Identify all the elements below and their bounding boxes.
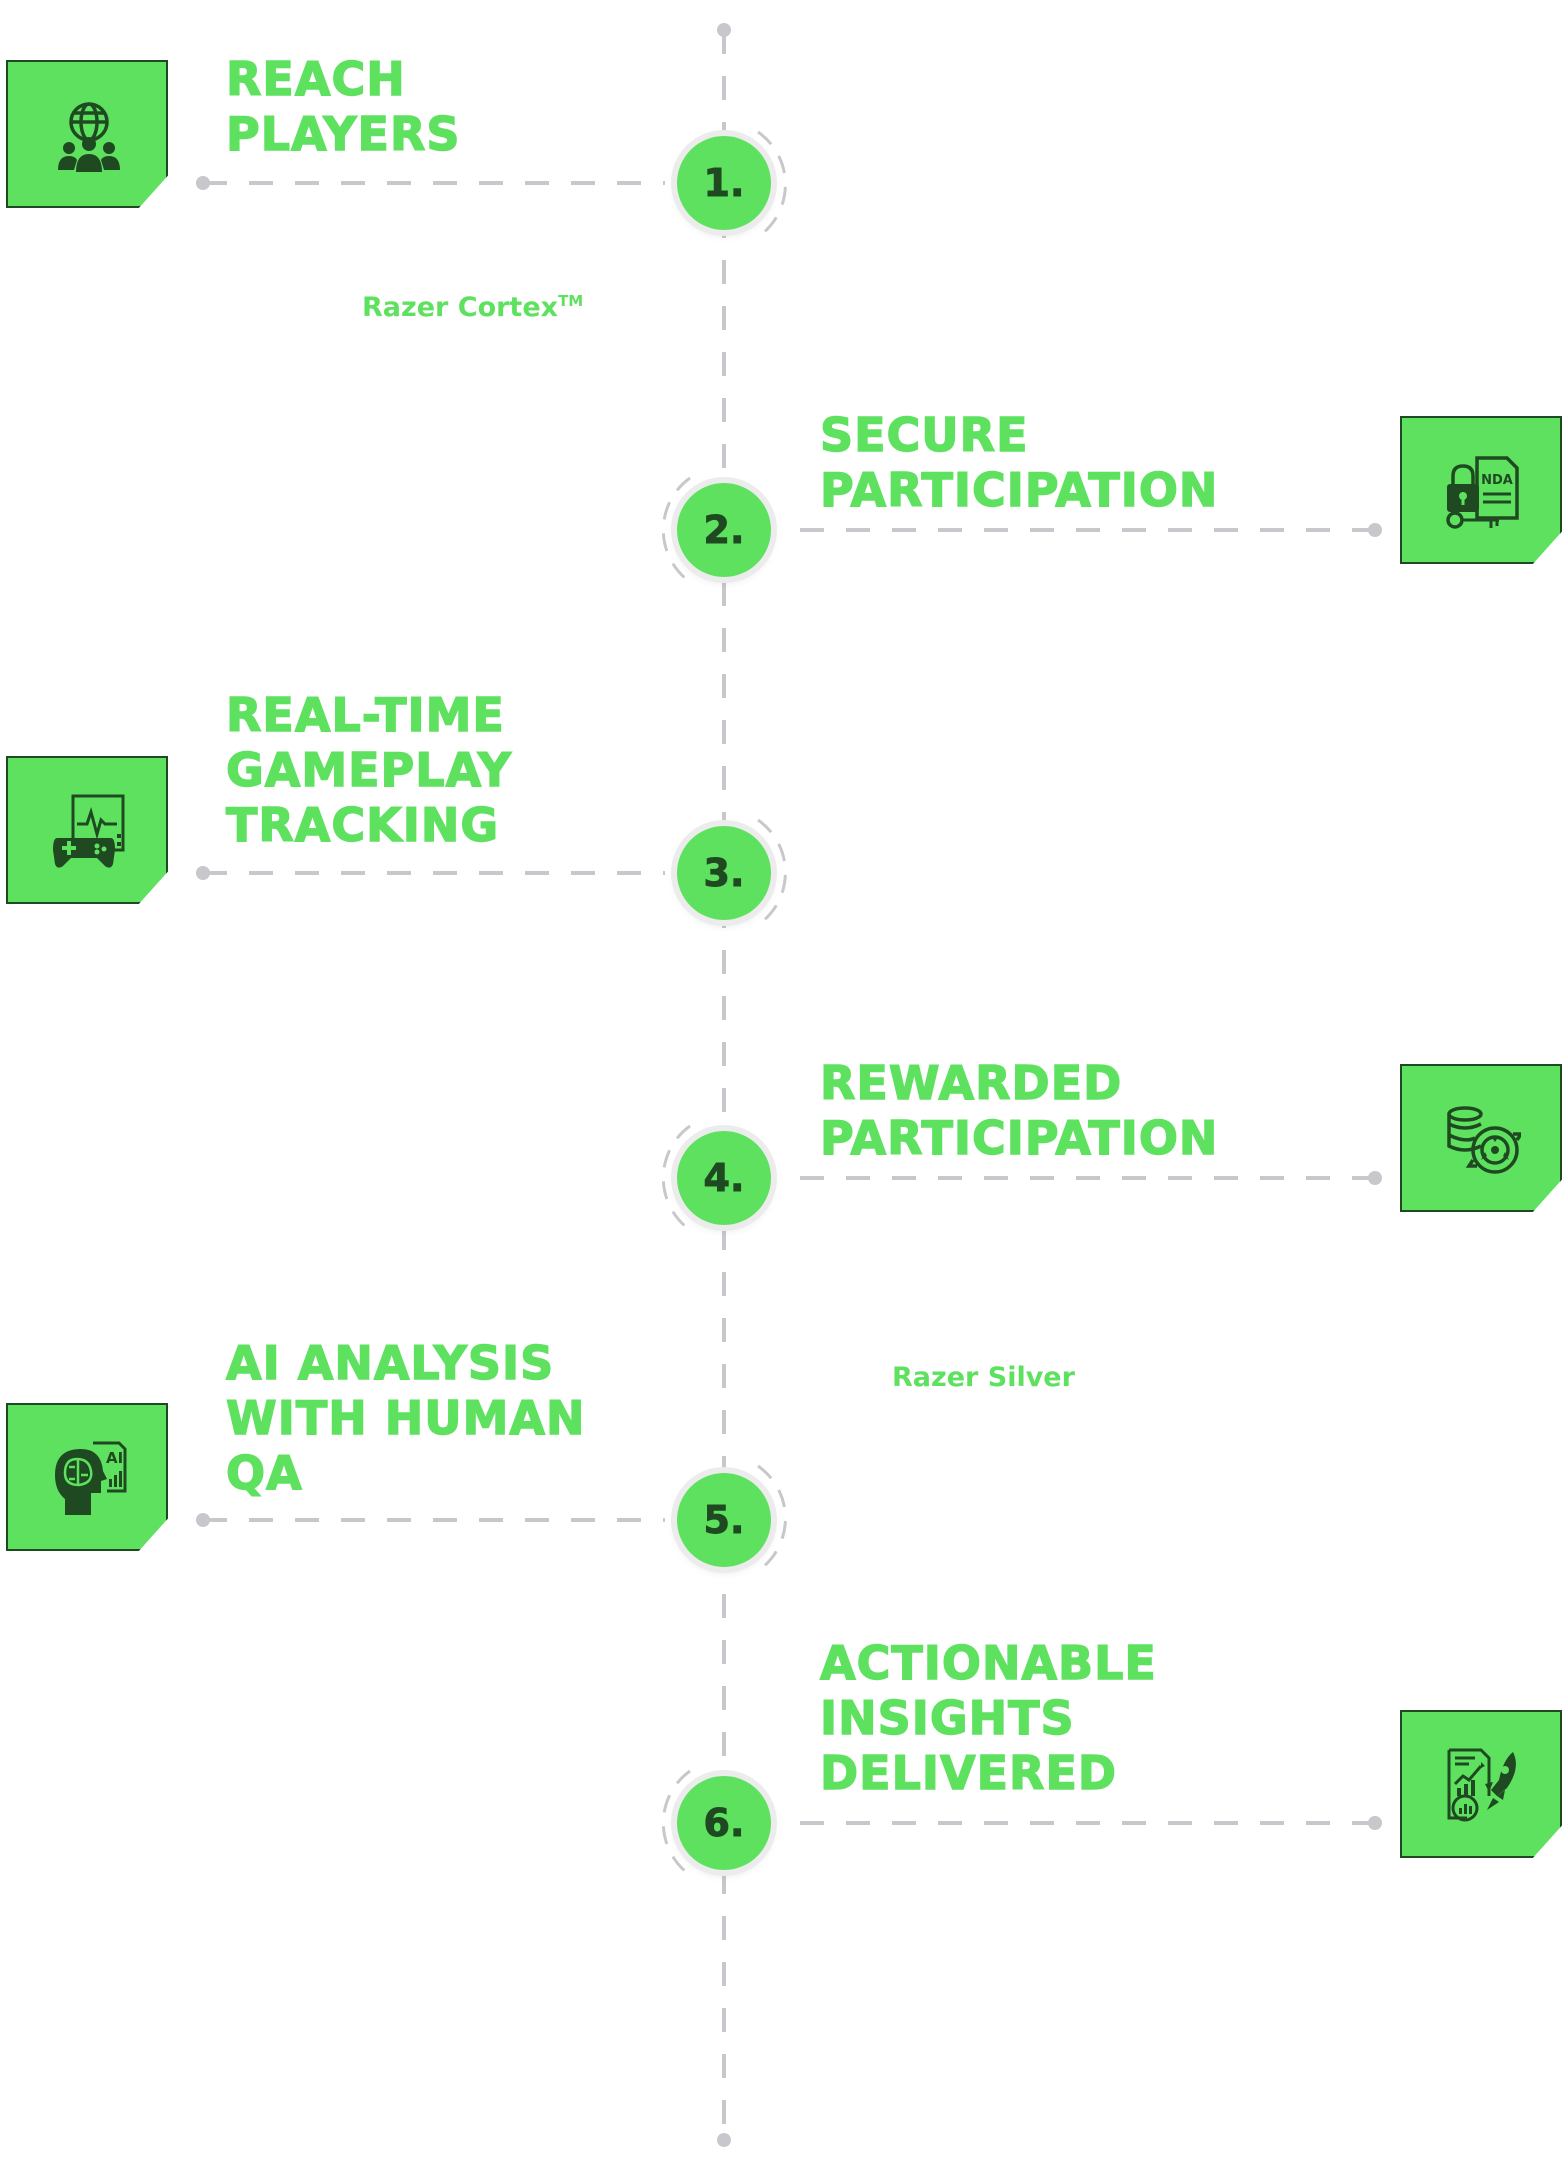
title-line: REWARDED: [819, 1055, 1123, 1110]
number-rings: [661, 130, 787, 1877]
step-2-icon-box: NDA: [1400, 416, 1562, 564]
lock-nda-key-icon: NDA: [1446, 456, 1519, 529]
coins-reward-icon: [1447, 1106, 1521, 1174]
step-5-icon-box: AI: [6, 1403, 168, 1551]
connector-2-dot: [1368, 523, 1382, 537]
ring-3: [757, 818, 787, 927]
step-4-icon-box: [1400, 1064, 1562, 1212]
step-6-number: 6.: [677, 1776, 771, 1870]
step-5-number: 5.: [677, 1473, 771, 1567]
razer-cortex-note: Razer CortexTM: [362, 292, 583, 323]
ring-4: [661, 1124, 691, 1232]
ring-1: [757, 130, 787, 239]
connector-1-dot: [196, 176, 210, 190]
title-line: INSIGHTS: [819, 1690, 1075, 1745]
title-line: ACTIONABLE: [819, 1635, 1157, 1690]
title-line: AI ANALYSIS: [225, 1335, 555, 1390]
title-line: GAMEPLAY: [225, 742, 513, 797]
razer-silver-note: Razer Silver: [892, 1362, 1075, 1393]
step-6-icon-box: [1400, 1710, 1562, 1858]
step-1-icon-box: [6, 60, 168, 208]
title-line: WITH HUMAN: [225, 1390, 586, 1445]
title-line: SECURE: [819, 407, 1029, 462]
step-2-title: SECURE PARTICIPATION: [819, 407, 1219, 518]
step-3-number: 3.: [677, 826, 771, 920]
step-3-title: REAL-TIME GAMEPLAY TRACKING: [225, 687, 513, 853]
connector-5-dot: [196, 1513, 210, 1527]
title-line: REAL-TIME: [225, 687, 505, 742]
step-4-title: REWARDED PARTICIPATION: [819, 1055, 1219, 1166]
step-2-number: 2.: [677, 483, 771, 577]
title-line: QA: [225, 1445, 303, 1500]
step-3-icon-box: [6, 756, 168, 904]
title-line: REACH: [225, 51, 406, 106]
trademark-mark: TM: [558, 292, 584, 310]
connector-3-dot: [196, 866, 210, 880]
ai-brain-head-icon: AI: [55, 1441, 127, 1515]
title-line: PARTICIPATION: [819, 1110, 1219, 1165]
title-line: DELIVERED: [819, 1745, 1118, 1800]
ai-label: AI: [106, 1449, 123, 1467]
connector-6-dot: [1368, 1816, 1382, 1830]
timeline-end-dot: [717, 2133, 731, 2147]
gamepad-monitor-icon: [53, 794, 125, 868]
title-line: PARTICIPATION: [819, 462, 1219, 517]
globe-users-icon: [58, 102, 120, 172]
title-line: TRACKING: [225, 797, 500, 852]
step-4-number: 4.: [677, 1131, 771, 1225]
ring-6: [661, 1769, 691, 1877]
step-6-title: ACTIONABLE INSIGHTS DELIVERED: [819, 1635, 1157, 1801]
timeline-start-dot: [717, 23, 731, 37]
connector-4-dot: [1368, 1171, 1382, 1185]
nda-label: NDA: [1481, 473, 1513, 488]
step-5-title: AI ANALYSIS WITH HUMAN QA: [225, 1335, 586, 1501]
ring-5: [757, 1464, 787, 1573]
cortex-label: Razer Cortex: [362, 292, 559, 323]
report-rocket-icon: [1447, 1748, 1516, 1822]
title-line: PLAYERS: [225, 106, 461, 161]
step-1-number: 1.: [677, 136, 771, 230]
ring-2: [661, 476, 691, 584]
step-1-title: REACH PLAYERS: [225, 51, 461, 162]
